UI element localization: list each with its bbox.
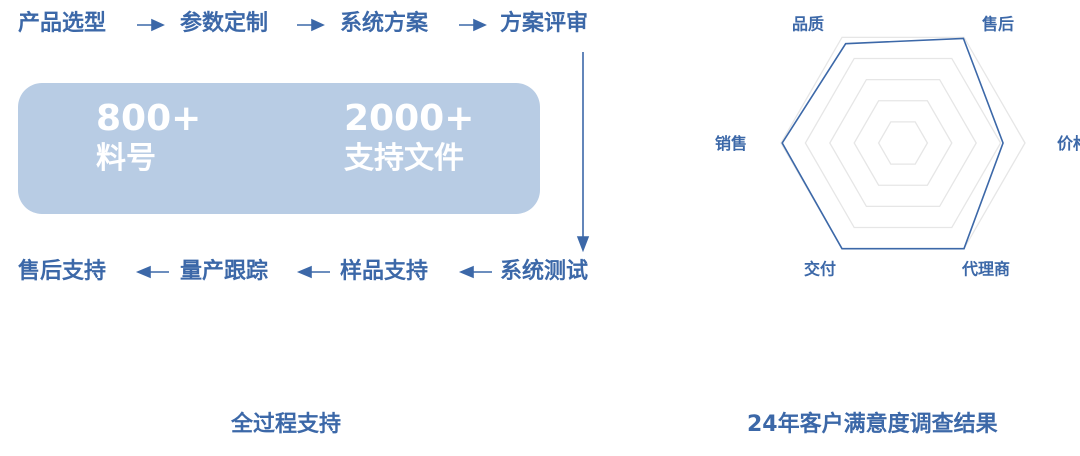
stats-box: 800+ 料号 2000+ 支持文件 <box>18 83 540 214</box>
step-system-solution: 系统方案 <box>340 11 429 36</box>
grid-ring <box>829 78 977 208</box>
step-sample-support: 样品支持 <box>340 259 429 284</box>
axis-label: 价格 <box>1057 134 1080 153</box>
chart-title: 24年客户满意度调查结果 <box>747 412 998 437</box>
stat-value: 2000+ <box>344 98 475 139</box>
stat-label: 支持文件 <box>344 141 464 176</box>
stat-part-numbers: 800+ 料号 <box>96 99 201 179</box>
grid-ring <box>853 100 953 186</box>
stat-label: 料号 <box>96 141 156 176</box>
axis-label: 售后 <box>982 14 1014 33</box>
series-polygon <box>781 37 1004 250</box>
stat-value: 800+ <box>96 98 202 139</box>
grid-ring <box>804 57 1002 229</box>
arrow-down-icon <box>576 52 590 253</box>
step-mass-production-tracking: 量产跟踪 <box>180 259 269 284</box>
flow-arrows <box>135 18 590 279</box>
step-system-test: 系统测试 <box>500 259 589 284</box>
axis-label: 品质 <box>792 14 824 33</box>
step-product-selection: 产品选型 <box>18 11 107 36</box>
grid-ring <box>877 121 929 165</box>
step-after-sales: 售后支持 <box>18 259 107 284</box>
axis-label: 代理商 <box>961 260 1010 279</box>
arrow-right-icon <box>297 18 325 32</box>
step-parameter-customization: 参数定制 <box>180 11 269 36</box>
grid-ring <box>780 36 1026 250</box>
axis-label: 销售 <box>715 134 747 153</box>
arrow-left-icon <box>135 265 169 279</box>
stat-support-files: 2000+ 支持文件 <box>344 99 474 179</box>
arrow-right-icon <box>459 18 487 32</box>
step-solution-review: 方案评审 <box>500 11 589 36</box>
arrow-right-icon <box>137 18 165 32</box>
arrow-left-icon <box>296 265 330 279</box>
process-caption: 全过程支持 <box>231 412 342 437</box>
arrow-left-icon <box>458 265 492 279</box>
axis-label: 交付 <box>804 260 836 279</box>
